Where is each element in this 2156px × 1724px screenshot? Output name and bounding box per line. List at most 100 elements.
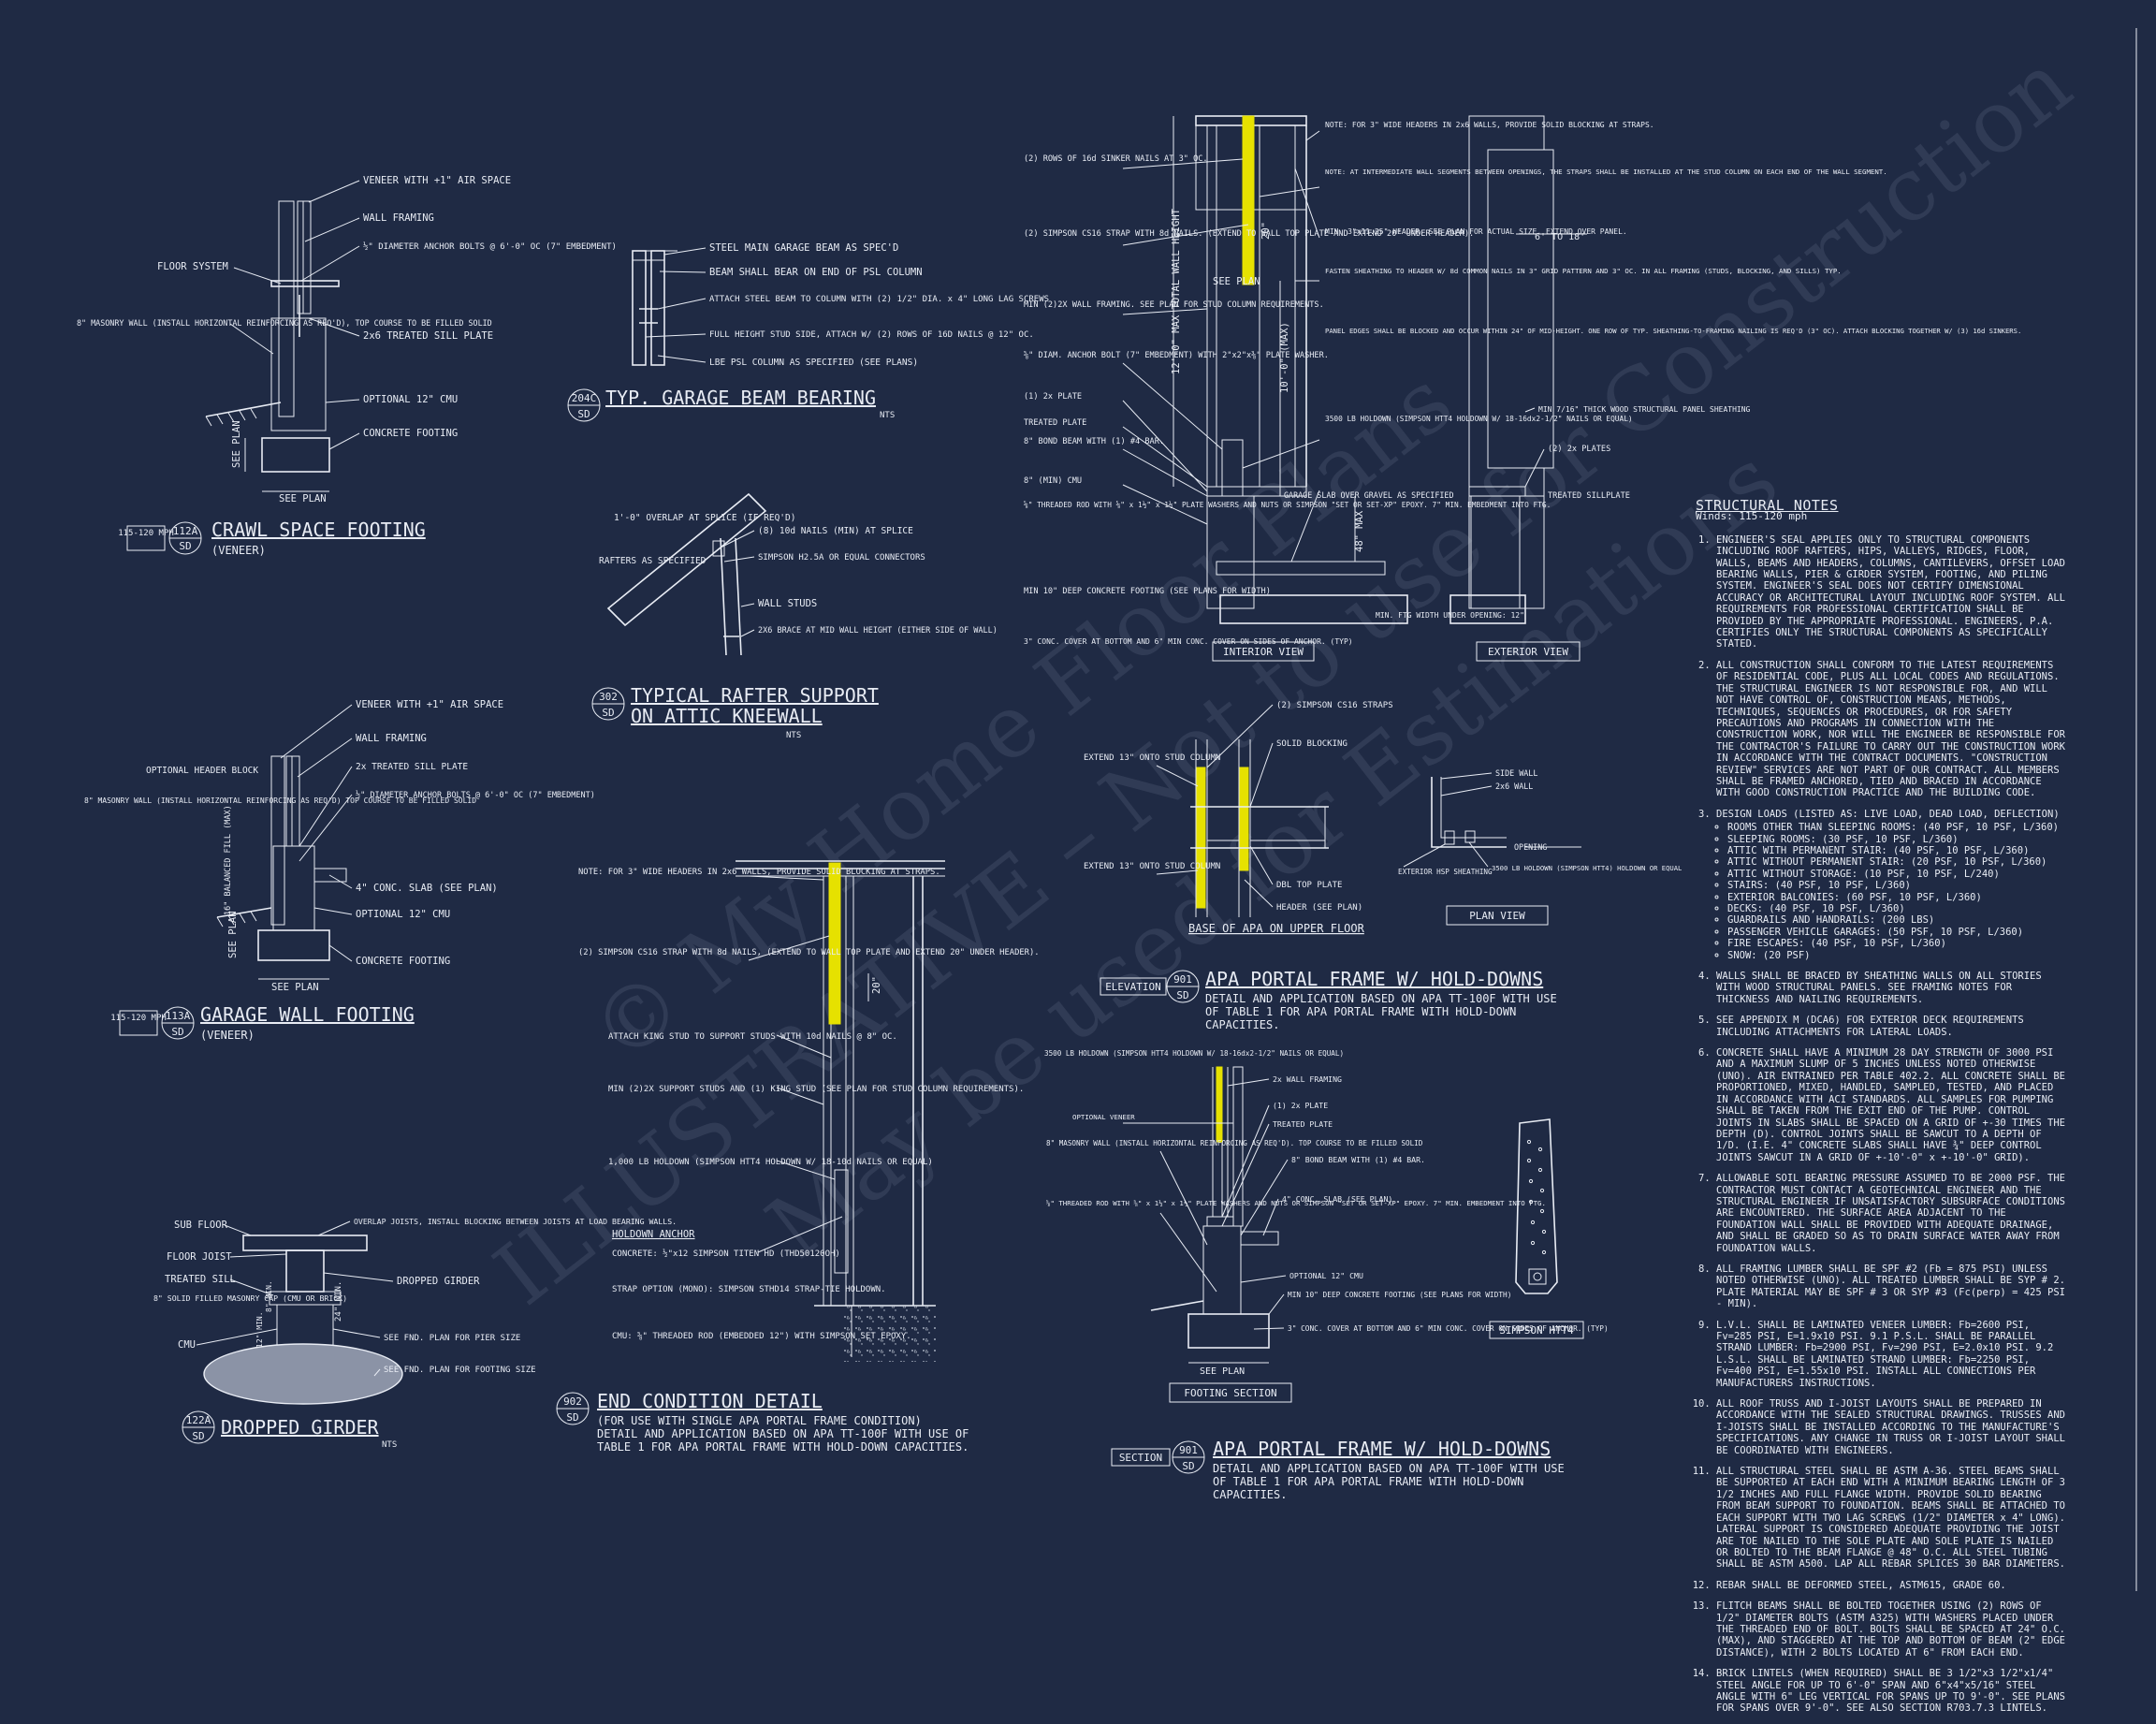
rafter-tag-sheet: SD [602, 707, 614, 719]
elev-tag-sheet: SD [1176, 989, 1188, 1001]
label-threaded-rod: ⅝" THREADED ROD WITH ⅝" x 1½" x 1½" PLAT… [1024, 501, 1551, 509]
note-item: ALL FRAMING LUMBER SHALL BE SPF #2 (Fb =… [1716, 1264, 2070, 1310]
label-ext-sheathing: EXTERIOR HSP SHEATHING [1398, 868, 1493, 876]
label-deep-footing: MIN 10" DEEP CONCRETE FOOTING (SEE PLANS… [1288, 1291, 1511, 1299]
label-3500-plan: 3500 LB HOLDOWN (SIMPSON HTT4) HOLDOWN O… [1492, 864, 1682, 872]
label-concrete-titen: CONCRETE: ½"x12 SIMPSON TITEN HD (THD501… [612, 1249, 840, 1259]
label-threaded-rod: ⅝" THREADED ROD WITH ⅝" x 1½" x 1½" PLAT… [1046, 1199, 1546, 1207]
label-see-plan: SEE PLAN [271, 982, 319, 993]
note-item: ALL ROOF TRUSS AND I-JOIST LAYOUTS SHALL… [1716, 1398, 2070, 1456]
notes-list: ENGINEER'S SEAL APPLIES ONLY TO STRUCTUR… [1696, 534, 2070, 1715]
label-opening: OPENING [1514, 842, 1547, 852]
label-1000-holdown: 1,000 LB HOLDOWN (SIMPSON HTT4 HOLDOWN W… [608, 1158, 933, 1167]
label-garage-slab: GARAGE SLAB OVER GRAVEL AS SPECIFIED [1284, 490, 1454, 500]
girder-title: DROPPED GIRDER [221, 1416, 380, 1439]
note-item: WALLS SHALL BE BRACED BY SHEATHING WALLS… [1716, 971, 2070, 1005]
label-3500-holdown: 3500 LB HOLDOWN (SIMPSON HTT4 HOLDOWN W/… [1325, 415, 1633, 423]
detail-portal-section: 3500 LB HOLDOWN (SIMPSON HTT4 HOLDOWN W/… [1044, 1049, 1609, 1403]
label-note-3in-headers: NOTE: FOR 3" WIDE HEADERS IN 2x6 WALLS, … [578, 868, 940, 877]
label-masonry-wall: 8" MASONRY WALL (INSTALL HORIZONTAL REIN… [77, 318, 492, 328]
label-solid-blocking: SOLID BLOCKING [1276, 739, 1348, 749]
beam-tag-sheet: SD [577, 408, 590, 420]
label-support-studs: MIN (2)2X SUPPORT STUDS AND (1) KING STU… [608, 1085, 1024, 1094]
label-conc-slab: 4" CONC. SLAB (SEE PLAN) [1282, 1194, 1392, 1204]
rafter-title-1: TYPICAL RAFTER SUPPORT [631, 684, 879, 707]
plan-view-label: PLAN VIEW [1469, 910, 1525, 922]
detail-end-condition: 20" NOTE: FOR 3" WIDE HEADERS IN 2x6 WAL… [556, 860, 1040, 1454]
label-lag-screws: ATTACH STEEL BEAM TO COLUMN WITH (2) 1/2… [709, 295, 1049, 304]
elev-tag-num: 901 [1173, 973, 1192, 986]
label-brace: 2X6 BRACE AT MID WALL HEIGHT (EITHER SID… [758, 626, 998, 636]
portal-base-title: BASE OF APA ON UPPER FLOOR [1188, 922, 1365, 935]
simpson-htt4-label: SIMPSON HTT4 [1499, 1324, 1574, 1337]
beam-nts: NTS [880, 411, 895, 420]
notes-wind: Winds: 115-120 mph [1696, 510, 1808, 523]
label-dbl-top-plate: DBL TOP PLATE [1276, 881, 1342, 890]
label-dropped-girder: DROPPED GIRDER [397, 1276, 480, 1287]
girder-tag-sheet: SD [192, 1430, 204, 1442]
detail-crawl-space-footing: VENEER WITH +1" AIR SPACE WALL FRAMING ½… [77, 175, 617, 557]
load-item: ATTIC WITHOUT STORAGE: (10 PSF, 10 PSF, … [1727, 869, 2070, 880]
section-badge: SECTION [1119, 1452, 1162, 1464]
label-see-plan-vertical: SEE PLAN [227, 911, 239, 958]
end-desc-1: (FOR USE WITH SINGLE APA PORTAL FRAME CO… [597, 1414, 922, 1427]
title-portal-elevation: ELEVATION 901 SD APA PORTAL FRAME W/ HOL… [1100, 968, 1557, 1031]
load-item: ATTIC WITHOUT PERMANENT STAIR: (20 PSF, … [1727, 856, 2070, 868]
end-tag-num: 902 [563, 1395, 582, 1408]
detail-garage-beam-bearing: STEEL MAIN GARAGE BEAM AS SPEC'D BEAM SH… [567, 242, 1049, 422]
detail-portal-frame-elevation: 12'-0" MAX TOTAL WALL HEIGHT 10'-0" (MAX… [1024, 115, 2021, 662]
rafter-title-2: ON ATTIC KNEEWALL [631, 705, 823, 727]
dim-10ft-max: 10'-0" (MAX) [1279, 322, 1290, 393]
label-rafters: RAFTERS AS SPECIFIED [599, 556, 707, 566]
label-cs16-straps: (2) SIMPSON CS16 STRAPS [1276, 701, 1393, 710]
load-item: EXTERIOR BALCONIES: (60 PSF, 10 PSF, L/3… [1727, 892, 2070, 903]
section-desc-3: CAPACITIES. [1213, 1488, 1287, 1501]
elev-desc-3: CAPACITIES. [1205, 1018, 1279, 1031]
label-overlap-joists: OVERLAP JOISTS, INSTALL BLOCKING BETWEEN… [354, 1217, 677, 1226]
label-header-min: MIN. 3"x11.25" HEADER. SEE PLAN FOR ACTU… [1325, 227, 1627, 236]
label-veneer: VENEER WITH +1" AIR SPACE [363, 175, 511, 186]
label-attach-king-stud: ATTACH KING STUD TO SUPPORT STUDS WITH 1… [608, 1032, 897, 1042]
drawing-sheet: © My Home Floor Plans ILLUSTRATIVE – Not… [77, 28, 2137, 1591]
label-extend-13-a: EXTEND 13" ONTO STUD COLUMN [1084, 753, 1220, 763]
label-floor-joist: FLOOR JOIST [167, 1251, 232, 1263]
label-simpson-cs16: (2) SIMPSON CS16 STRAP WITH 8d NAILS, (E… [578, 948, 1040, 957]
note-item: SEE APPENDIX M (DCA6) FOR EXTERIOR DECK … [1716, 1015, 2070, 1038]
elev-desc-1: DETAIL AND APPLICATION BASED ON APA TT-1… [1205, 992, 1557, 1005]
beam-title: TYP. GARAGE BEAM BEARING [605, 387, 876, 409]
crawl-tag-sheet: SD [179, 540, 191, 552]
label-treated-plate: TREATED PLATE [1024, 418, 1086, 428]
label-8-min: 8" MIN. [265, 1280, 273, 1312]
label-wall-framing: MIN (2)2X WALL FRAMING. SEE PLAN FOR STU… [1024, 300, 1324, 310]
label-panel-edges: PANEL EDGES SHALL BE BLOCKED AND OCCUR W… [1325, 327, 2021, 335]
detail-rafter-support: 1'-0" OVERLAP AT SPLICE (IF REQ'D) RAFTE… [591, 492, 998, 740]
label-h25a: SIMPSON H2.5A OR EQUAL CONNECTORS [758, 553, 925, 562]
label-header-block: OPTIONAL HEADER BLOCK [146, 766, 258, 776]
label-6-to-18: 6' TO 18' [1535, 232, 1585, 242]
label-2x-plates: (2) 2x PLATES [1548, 445, 1610, 454]
end-title: END CONDITION DETAIL [597, 1390, 823, 1412]
load-item: ATTIC WITH PERMANENT STAIR: (40 PSF, 10 … [1727, 845, 2070, 856]
label-full-height-stud: FULL HEIGHT STUD SIDE, ATTACH W/ (2) ROW… [709, 330, 1034, 340]
label-conc-slab: 4" CONC. SLAB (SEE PLAN) [356, 883, 498, 894]
label-see-plan-vertical: SEE PLAN [231, 420, 242, 468]
end-tag-sheet: SD [566, 1411, 578, 1424]
label-cmu: CMU [178, 1339, 196, 1351]
label-side-wall: SIDE WALL [1495, 768, 1537, 778]
garage-wind-tag: 115-120 MPH [110, 1014, 167, 1023]
label-steel-beam: STEEL MAIN GARAGE BEAM AS SPEC'D [709, 242, 898, 254]
dim-48-max: 48" MAX [1354, 510, 1365, 552]
note-item: REBAR SHALL BE DEFORMED STEEL, ASTM615, … [1716, 1580, 2070, 1591]
beam-tag-num: 204C [572, 392, 597, 404]
label-note-3in: NOTE: FOR 3" WIDE HEADERS IN 2x6 WALLS, … [1325, 121, 1654, 129]
note-item: CONCRETE SHALL HAVE A MINIMUM 28 DAY STR… [1716, 1047, 2070, 1163]
dim-see-plan: SEE PLAN [1213, 276, 1260, 287]
section-desc-1: DETAIL AND APPLICATION BASED ON APA TT-1… [1213, 1462, 1565, 1475]
notes-title: STRUCTURAL NOTES [1696, 497, 1839, 514]
note-item: ALL STRUCTURAL STEEL SHALL BE ASTM A-36.… [1716, 1466, 2070, 1571]
end-desc-2: DETAIL AND APPLICATION BASED ON APA TT-1… [597, 1427, 969, 1440]
simpson-nail-holes [1526, 1139, 1547, 1255]
note-item: ALLOWABLE SOIL BEARING PRESSURE ASSUMED … [1716, 1173, 2070, 1254]
section-desc-2: OF TABLE 1 FOR APA PORTAL FRAME WITH HOL… [1213, 1475, 1523, 1488]
note-item-design-loads: DESIGN LOADS (LISTED AS: LIVE LOAD, DEAD… [1716, 809, 2070, 961]
